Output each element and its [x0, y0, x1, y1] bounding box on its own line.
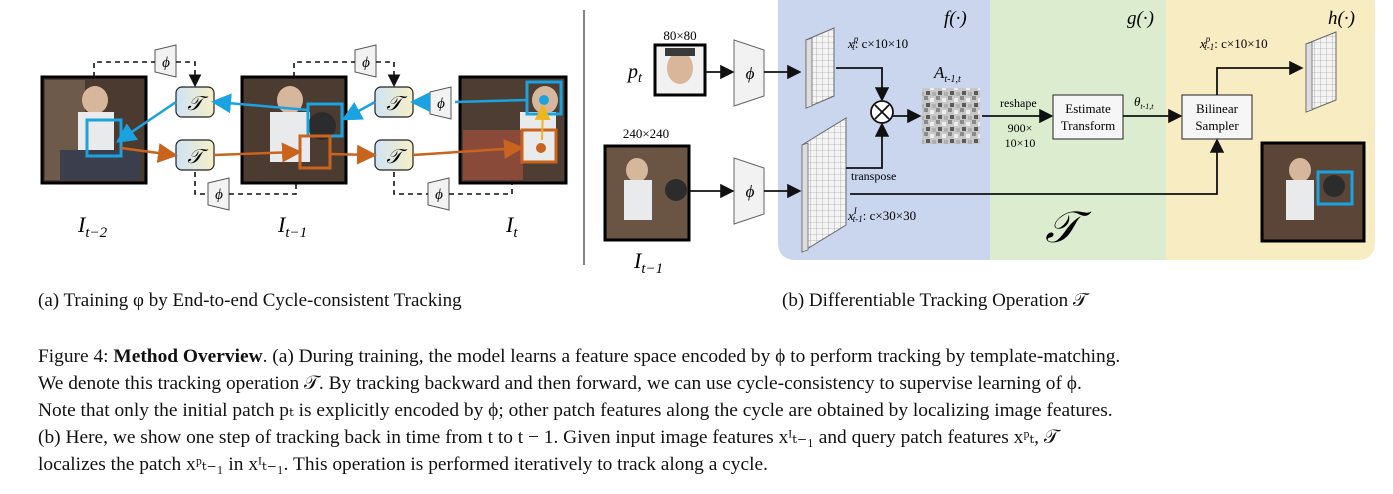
output-feature-volume	[1305, 31, 1337, 113]
svg-text:ϕ: ϕ	[746, 64, 755, 83]
affinity-matrix	[922, 88, 980, 144]
caption-line-5: localizes the patch xᵖₜ₋₁ in xᴵₜ₋₁. This…	[38, 454, 768, 475]
theta-label: θt-1,t	[1134, 94, 1154, 111]
phi-encoder-patch: ϕ	[733, 39, 765, 107]
caption-bold: Method Overview	[113, 346, 263, 367]
image-feature-volume	[801, 117, 847, 253]
figure-caption: Figure 4: Method Overview. (a) During tr…	[38, 343, 1368, 478]
estimate-transform-box	[1052, 94, 1124, 140]
input-image	[603, 144, 691, 242]
panel-a: 𝒯 𝒯 𝒯 𝒯 ϕ ϕ ϕ ϕ	[40, 44, 568, 241]
blue-point	[539, 95, 549, 105]
reshape-dims-2: 10×10	[1005, 136, 1036, 150]
caption-line-2: We denote this tracking operation 𝒯. By …	[38, 373, 1082, 394]
svg-text:ϕ: ϕ	[435, 187, 443, 203]
image-size-label: 240×240	[623, 126, 669, 141]
svg-text:Transform: Transform	[1061, 118, 1115, 133]
reshape-label: reshape	[1000, 96, 1037, 110]
svg-text:ϕ: ϕ	[746, 182, 755, 201]
transpose-label: transpose	[851, 169, 896, 183]
frame-label-t-minus-1: It−1	[277, 212, 307, 241]
phi-encoder-top-2: ϕ	[354, 44, 377, 78]
frame-t	[458, 75, 568, 185]
phi-encoder-top-1: ϕ	[154, 44, 177, 78]
frame-label-t: It	[505, 212, 518, 241]
panel-b-caption: (b) Differentiable Tracking Operation 𝒯	[782, 290, 1088, 311]
affinity-label: At-1,t	[933, 63, 961, 85]
frame-t-minus-2	[40, 75, 148, 185]
tracker-box-bottom-left: 𝒯	[175, 139, 215, 171]
orange-arrows	[120, 139, 524, 165]
output-image	[1260, 141, 1366, 243]
svg-text:Bilinear: Bilinear	[1196, 101, 1239, 116]
patch-feature-volume	[805, 27, 835, 109]
caption-label: Figure 4:	[38, 346, 109, 367]
svg-text:ϕ: ϕ	[215, 187, 223, 203]
tracker-box-top-left: 𝒯	[175, 86, 215, 118]
bilinear-sampler-box	[1181, 94, 1253, 140]
phi-encoder-bottom-1: ϕ	[207, 177, 230, 211]
orange-point	[536, 143, 546, 153]
svg-text:ϕ: ϕ	[437, 96, 445, 112]
panel-b: f(·) g(·) h(·) 80×80 pt 240×240 It−1 ϕ ϕ	[603, 0, 1375, 277]
phi-encoder-bottom-2: ϕ	[427, 177, 450, 211]
caption-line-4: (b) Here, we show one step of tracking b…	[38, 427, 1059, 448]
frame-label-t-minus-2: It−2	[77, 212, 108, 241]
panel-a-caption: (a) Training φ by End-to-end Cycle-consi…	[38, 290, 462, 311]
svg-text:Estimate: Estimate	[1065, 101, 1111, 116]
caption-line-1: Figure 4: Method Overview. (a) During tr…	[38, 346, 1121, 367]
tracker-box-bottom-right: 𝒯	[374, 139, 414, 171]
f-label: f(·)	[944, 8, 967, 29]
patch-size-label: 80×80	[663, 28, 696, 43]
caption-line-3: Note that only the initial patch pₜ is e…	[38, 400, 1113, 421]
dashed-connectors	[93, 61, 513, 195]
reshape-dims-1: 900×	[1008, 121, 1033, 135]
phi-encoder-right: ϕ	[429, 86, 452, 120]
svg-text:ϕ: ϕ	[162, 55, 170, 71]
tracker-box-top-right: 𝒯	[374, 86, 414, 118]
phi-encoder-image: ϕ	[733, 157, 765, 225]
image-symbol: It−1	[633, 248, 663, 277]
patch-symbol: pt	[626, 61, 643, 86]
patch-image	[653, 43, 707, 97]
frame-t-minus-1	[240, 75, 348, 185]
blue-arrows	[115, 92, 528, 143]
h-label: h(·)	[1328, 8, 1355, 29]
figure-canvas: 𝒯 𝒯 𝒯 𝒯 ϕ ϕ ϕ ϕ	[40, 0, 1375, 277]
svg-text:ϕ: ϕ	[362, 55, 370, 71]
svg-text:Sampler: Sampler	[1195, 118, 1239, 133]
g-label: g(·)	[1127, 8, 1154, 29]
